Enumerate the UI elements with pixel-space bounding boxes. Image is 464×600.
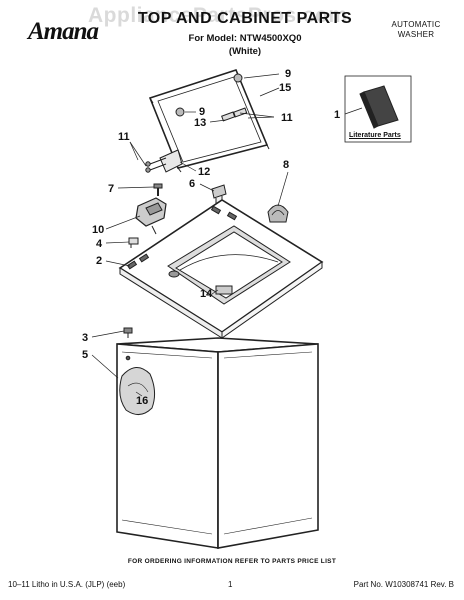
callout-9-pad-lower: 9 [199, 106, 205, 118]
watermark: AppliancePartsPros.com [88, 4, 348, 27]
callout-5-cabinet: 5 [82, 349, 88, 361]
callout-3-screw: 3 [82, 332, 88, 344]
cabinet-screw-part [123, 327, 133, 338]
bumper-pad-upper [233, 73, 243, 83]
bumper-pad-lower [175, 107, 185, 117]
clip-part [128, 237, 139, 248]
color-line: (White) [228, 46, 262, 57]
washer-cabinet [116, 337, 319, 549]
callout-6-clip: 6 [189, 178, 195, 190]
callout-11-right: 11 [281, 112, 293, 124]
product-type-line-1: AUTOMATIC [391, 20, 441, 29]
callout-11-left: 11 [118, 131, 130, 143]
model-line: For Model: NTW4500XQ0 [188, 33, 302, 44]
literature-parts-booklet [344, 75, 412, 143]
litho-note: 10–11 Litho in U.S.A. (JLP) (eeb) [8, 580, 126, 589]
cabinet-pad-part [119, 367, 156, 415]
screw-part [153, 183, 163, 196]
product-type: AUTOMATIC WASHER [376, 20, 456, 40]
product-type-line-2: WASHER [397, 30, 435, 39]
page-number: 1 [228, 580, 233, 589]
part-number: Part No. W10308741 Rev. B [353, 580, 454, 589]
leader-lines [91, 73, 363, 397]
callout-16-pad: 16 [136, 395, 148, 407]
lid-switch-part [135, 197, 167, 235]
callout-12-bracket: 12 [198, 166, 210, 178]
page-title: TOP AND CABINET PARTS [137, 10, 353, 27]
callout-1-literature: 1 [334, 109, 340, 121]
lid-switch-bracket [145, 149, 183, 173]
brand-logo: Amana [28, 18, 99, 45]
callout-10-switch: 10 [92, 224, 104, 236]
callout-4-clip: 4 [96, 238, 103, 250]
callout-7-screw: 7 [108, 183, 114, 195]
callout-14-bushing: 14 [200, 288, 213, 300]
callout-2-top: 2 [96, 255, 102, 267]
lid-hinge-parts [221, 107, 248, 122]
callout-8-dispenser: 8 [283, 159, 289, 171]
bleach-dispenser-part [267, 204, 289, 223]
ordering-note: FOR ORDERING INFORMATION REFER TO PARTS … [127, 558, 337, 565]
top-bushing-part [215, 285, 233, 295]
washer-top [118, 199, 324, 339]
callout-13-hinge: 13 [194, 117, 206, 129]
callout-15-lid: 15 [279, 82, 291, 94]
literature-parts-label: Literature Parts [349, 132, 401, 139]
callout-9-pad-upper: 9 [285, 68, 291, 80]
washer-lid [148, 69, 270, 173]
